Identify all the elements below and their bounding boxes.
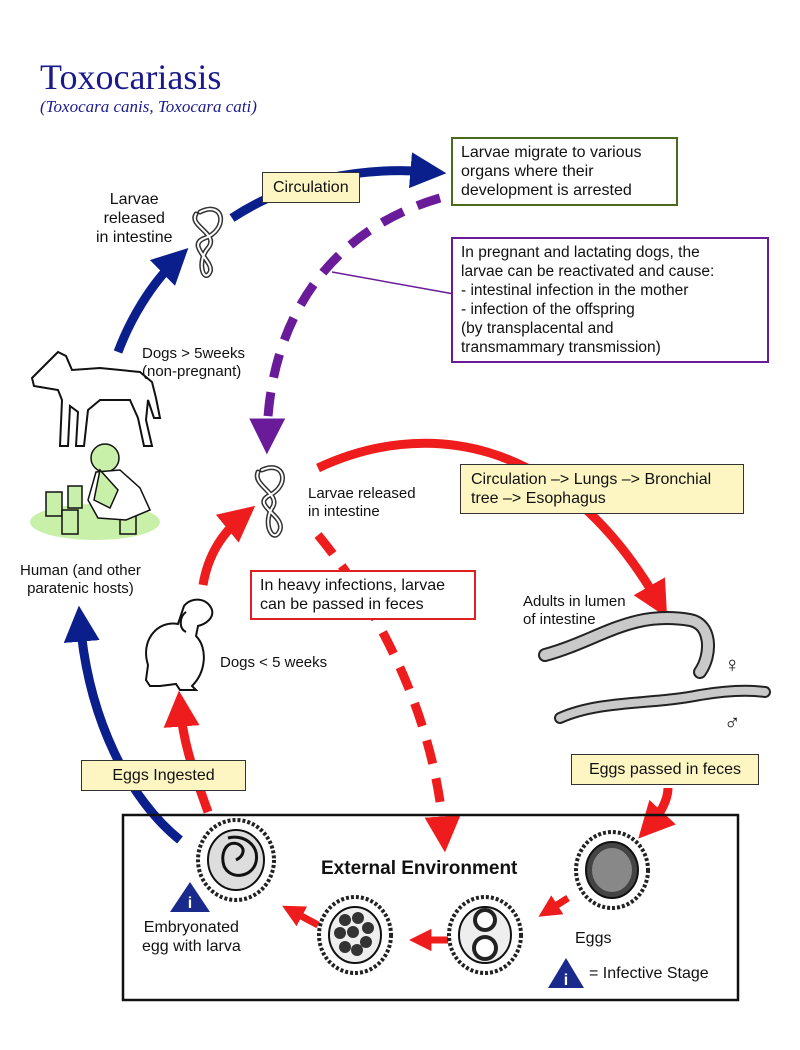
adult-worm-male [554,684,771,724]
label-embryonated-egg: Embryonated egg with larva [142,919,241,955]
blue-arrow-eggs-to-human [63,605,183,844]
callout-circulation-lungs: Circulation –> Lungs –> Bronchial tree –… [460,464,744,514]
red-arrow-eggs-passed [638,787,676,839]
label-dogs-over-5-weeks: Dogs > 5weeks (non-pregnant) [142,345,245,380]
puppy-illustration [144,598,214,691]
external-environment-box [121,813,740,1002]
egg-morula [317,895,393,975]
label-larvae-released-middle: Larvae released in intestine [308,485,416,520]
callout-circulation: Circulation [262,172,360,203]
egg-embryonated [196,818,276,902]
callout-eggs-ingested: Eggs Ingested [81,760,246,791]
human-host-illustration [30,443,160,540]
label-dogs-under-5-weeks: Dogs < 5 weeks [220,654,328,671]
callout-pregnant-dogs: In pregnant and lactating dogs, the larv… [451,237,769,363]
coiled-larva-middle [254,465,285,538]
egg-unembryonated [574,830,650,910]
callout-heavy-infections: In heavy infections, larvae can be passe… [250,570,476,620]
label-infective-stage: = Infective Stage [589,965,709,982]
red-arrow-lungs-circulation [316,438,668,618]
label-adults-lumen: Adults in lumen of intestine [523,593,626,628]
red-arrow-egg-to-egg-1 [538,895,570,917]
page-title: Toxocariasis [40,57,222,97]
svg-text:i: i [188,895,192,912]
infective-stage-icon: i [170,882,210,912]
purple-callout-line [331,271,455,295]
red-arrow-eggs-ingested [163,690,213,814]
label-eggs: Eggs [575,930,612,947]
svg-text:i: i [564,972,568,989]
red-arrow-puppy-to-larvae [198,505,256,586]
external-environment-title: External Environment [321,858,518,879]
infective-stage-legend-icon: i [548,958,584,989]
callout-larvae-migrate: Larvae migrate to various organs where t… [451,137,678,206]
label-larvae-released-top: Larvae released in intestine [96,191,173,246]
callout-eggs-passed: Eggs passed in feces [571,754,759,785]
page-subtitle: (Toxocara canis, Toxocara cati) [40,97,257,116]
coiled-larva-top [192,206,223,278]
purple-dashed-arrow-reactivation [249,193,442,455]
egg-two-cell [447,895,523,975]
red-dashed-arrow-feces [314,532,461,853]
blue-arrow-dog-to-larvae [113,248,189,354]
red-arrow-egg-to-egg-3 [282,905,320,929]
adult-dog-illustration [30,350,162,447]
label-human-hosts: Human (and other paratenic hosts) [20,562,141,597]
female-symbol: ♀ [724,652,741,677]
male-symbol: ♂ [724,710,741,735]
adult-worm-female [538,611,716,679]
